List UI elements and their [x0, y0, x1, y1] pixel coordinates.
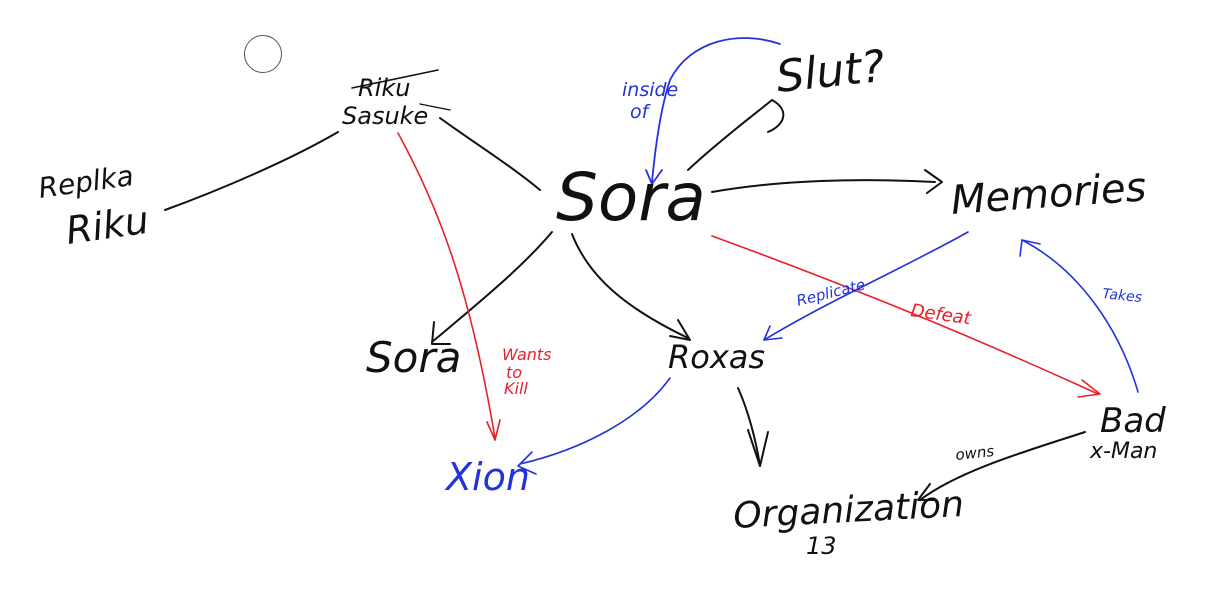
edge-badxman-organization [919, 431, 1086, 501]
arrowhead-bad [1077, 379, 1101, 398]
riku-strikethrough [351, 69, 439, 89]
node-sasuke: Sasuke [342, 102, 428, 130]
node-sora-small: Sora [366, 333, 461, 382]
edge-sasuke-xion [397, 132, 496, 439]
sasuke-underline [419, 103, 451, 111]
arrowhead-roxas [669, 319, 691, 341]
node-roxas: Roxas [668, 338, 765, 376]
arrowhead-sorasmall [431, 321, 451, 345]
edge-sora-bad-defeat [711, 235, 1099, 395]
edge-bad-memories-takes [1021, 239, 1139, 393]
node-xman: x-Man [1089, 439, 1157, 464]
node-replica-riku-1: Replka [36, 159, 135, 205]
label-owns: owns [955, 442, 996, 464]
node-slut: Slut? [774, 41, 887, 103]
edge-roxas-organization [737, 387, 761, 467]
label-to: to [506, 363, 522, 382]
label-wants: Wants [502, 345, 552, 364]
edge-replica-sasuke [164, 131, 339, 211]
label-defeat: Defeat [909, 300, 973, 329]
arrowhead-memories [924, 169, 943, 194]
node-bad: Bad [1100, 401, 1166, 441]
arrowhead-xion-red [486, 419, 501, 441]
arrowhead-replicate [763, 325, 783, 341]
node-xion: Xion [444, 455, 530, 499]
node-riku: Riku [358, 74, 410, 102]
edge-sora-slut [687, 99, 785, 171]
node-organization: Organization [732, 484, 965, 537]
arrowhead-organization [747, 429, 769, 467]
arrowhead-takes [1019, 239, 1041, 257]
edge-sora-memories [711, 179, 936, 193]
label-inside: inside [622, 79, 678, 101]
edge-memories-roxas [763, 231, 969, 341]
node-replica-riku-2: Riku [63, 198, 151, 253]
label-takes: Takes [1102, 286, 1143, 306]
edge-sora-sorasmall [431, 231, 553, 343]
arrowhead-inside [645, 169, 663, 185]
label-of: of [630, 101, 652, 123]
edge-sora-roxas [571, 233, 689, 339]
arrowhead-xion-blue [517, 451, 537, 475]
node-memories: Memories [949, 164, 1147, 224]
node-organization-13: 13 [806, 532, 837, 560]
edge-sasuke-sora [439, 117, 541, 191]
cursor-circle [244, 35, 282, 73]
arrowhead-owns [917, 483, 937, 501]
node-sora-main: Sora [556, 159, 706, 236]
edge-roxas-xion [519, 377, 671, 465]
label-kill: Kill [504, 379, 528, 398]
edge-slut-inside-sora [651, 37, 781, 183]
